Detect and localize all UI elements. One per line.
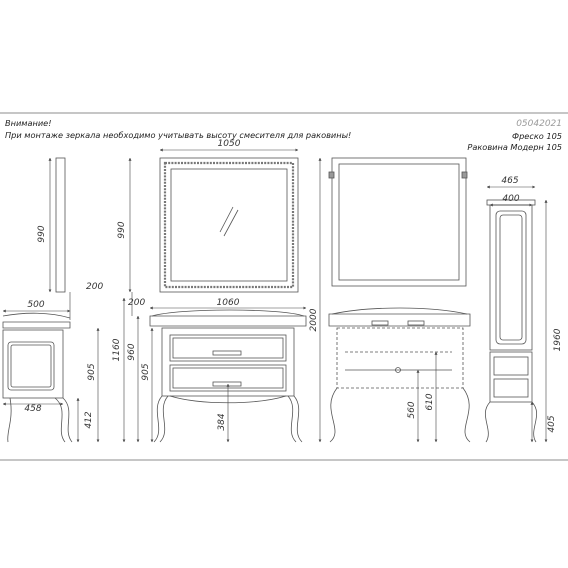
mirror-ornament (163, 161, 295, 289)
sink-model-name: Раковина Модерн 105 (467, 142, 562, 152)
cabinet-side-body (2, 329, 64, 399)
dim-cabinet-inner-depth: 458 (24, 404, 41, 414)
dim-cabinet-leg-height: 412 (84, 411, 94, 428)
sink-side-profile (2, 321, 71, 329)
dim-drawer-center: 384 (217, 413, 227, 430)
dim-mirror-side-gap: 200 (86, 282, 103, 292)
dim-sink-height: 960 (127, 343, 137, 360)
dim-pipe-depth-b: 610 (425, 393, 435, 410)
dim-column-body-width: 400 (502, 194, 519, 204)
dim-cabinet-side-height: 905 (87, 363, 97, 380)
model-name: Фреско 105 (512, 131, 562, 141)
article-code: 05042021 (516, 119, 562, 129)
dim-total-height: 1160 (112, 338, 122, 361)
sink-top-front (149, 315, 307, 327)
mount-bracket-right (461, 171, 468, 179)
column-lower-body (489, 351, 533, 403)
faucet-hole-right (407, 320, 425, 326)
dim-cabinet-width: 1060 (217, 298, 240, 308)
glass-reflection-2 (223, 209, 239, 237)
dim-cabinet-depth: 500 (27, 300, 44, 310)
cabinet-install-outline (336, 327, 464, 389)
mirror-mount-frame (331, 157, 467, 287)
dim-mirror-front-width: 1050 (218, 139, 241, 149)
drawer-bottom-handle (212, 381, 242, 387)
dim-cabinet-front-height: 905 (141, 363, 151, 380)
dim-column-height: 1960 (553, 328, 563, 351)
mirror-glass (170, 168, 288, 282)
drawer-top-handle (212, 350, 242, 356)
drawer-top (169, 334, 287, 362)
side-view (2, 157, 73, 443)
dim-column-width: 465 (501, 176, 518, 186)
dim-pipe-depth-a: 560 (407, 401, 417, 418)
glass-reflection-1 (219, 206, 234, 233)
column-drawer-2 (493, 378, 529, 398)
column-drawer-1 (493, 356, 529, 376)
dim-floor-to-mirror-top: 2000 (309, 308, 319, 331)
dim-mirror-side-height: 990 (37, 225, 47, 242)
dim-column-leg-height: 405 (547, 415, 557, 432)
installation-view (328, 157, 471, 443)
warning-text: При монтаже зеркала необходимо учитывать… (5, 130, 352, 140)
dim-mirror-front-gap: 200 (128, 298, 145, 308)
mount-bracket-left (328, 171, 335, 179)
column-door (495, 210, 527, 345)
faucet-hole-left (371, 320, 389, 326)
mirror-front-frame (159, 157, 299, 293)
warning-title: Внимание! (5, 118, 52, 128)
sink-install-outline (328, 313, 471, 327)
mirror-side-profile (55, 157, 66, 293)
dim-mirror-front-height: 990 (117, 221, 127, 238)
drain-point (395, 367, 401, 373)
column-view (485, 199, 537, 443)
